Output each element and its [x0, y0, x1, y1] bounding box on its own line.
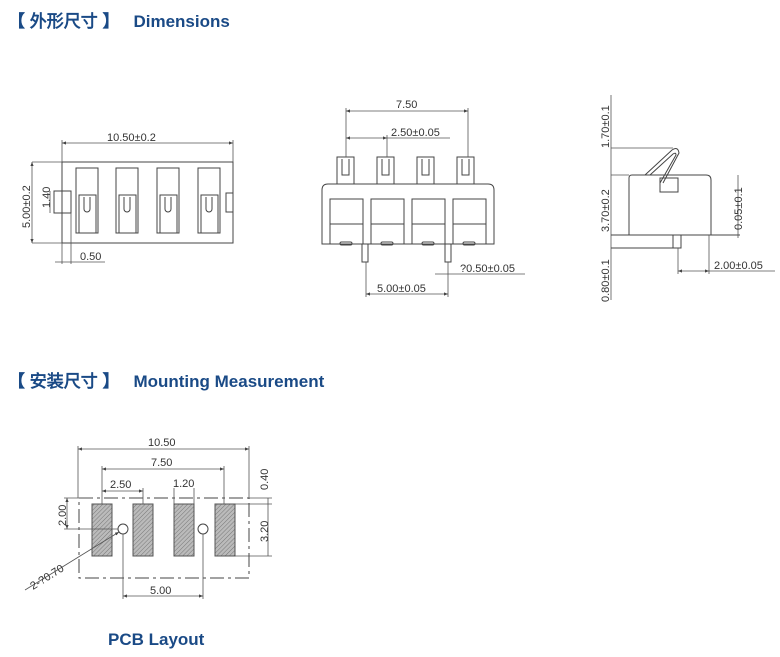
body-height-label: 3.70±0.2	[600, 189, 612, 232]
front-width-label: 10.50±0.2	[107, 132, 156, 144]
top-pins	[336, 156, 475, 185]
profile-view: 1.70±0.1 3.70±0.2 0.80±0.1 0.05±0.1 2.00…	[600, 95, 775, 302]
front-height-label: 5.00±0.2	[21, 185, 33, 228]
tab-height-label: 1.40	[41, 187, 53, 208]
pin-pitch-label: 2.50±0.05	[391, 127, 440, 139]
leg-spacing-label: 5.00±0.05	[377, 283, 426, 295]
pcb-pad	[214, 503, 236, 557]
pcb-layout: 10.50 7.50 2.50 1.20 0.40 3.20 2.00 2-?0…	[24, 437, 272, 599]
pcb-pad	[132, 503, 154, 557]
windows	[329, 198, 487, 246]
pcb-pad-pitch-label: 2.50	[110, 479, 131, 491]
dimensions-heading: 【 外形尺寸 】 Dimensions	[8, 7, 230, 32]
mounting-heading: 【 安装尺寸 】 Mounting Measurement	[8, 367, 324, 392]
front-view: 10.50±0.2 5.00±0.2 1.40 0.50	[21, 132, 234, 264]
pcb-holes-label: 2-?0.70	[28, 563, 66, 593]
mounting-heading-cn: 【 安装尺寸 】	[8, 372, 120, 391]
pcb-pad-width-label: 1.20	[173, 478, 194, 490]
pin-span-label: 7.50	[396, 99, 417, 111]
pcb-pad-span-label: 7.50	[151, 457, 172, 469]
pcb-overall-width-label: 10.50	[148, 437, 176, 449]
base-height-label: 0.80±0.1	[600, 259, 612, 302]
pcb-pad-length-label: 3.20	[259, 521, 271, 542]
contact-slots	[75, 167, 221, 234]
spring-height-label: 1.70±0.1	[600, 105, 612, 148]
pcb-top-margin-label: 0.40	[259, 469, 271, 490]
pcb-pad	[173, 503, 195, 557]
offset-label: 0.05±0.1	[733, 187, 745, 230]
leg-diameter-label: ?0.50±0.05	[460, 263, 515, 275]
peg-offset-label: 2.00±0.05	[714, 260, 763, 272]
dimensions-heading-cn: 【 外形尺寸 】	[8, 12, 120, 31]
pcb-hole-offset-label: 2.00	[57, 505, 69, 526]
side-view: 7.50 2.50±0.05 ?0.50±0.05 5.00±0.05	[321, 99, 525, 297]
pcb-layout-caption: PCB Layout	[108, 630, 205, 649]
pcb-hole	[197, 523, 209, 535]
pcb-hole	[117, 523, 129, 535]
tab-depth-label: 0.50	[80, 251, 101, 263]
dimensions-heading-en: Dimensions	[133, 12, 230, 31]
pcb-hole-spacing-label: 5.00	[150, 585, 171, 597]
mounting-heading-en: Mounting Measurement	[133, 372, 325, 391]
pcb-pad	[91, 503, 113, 557]
